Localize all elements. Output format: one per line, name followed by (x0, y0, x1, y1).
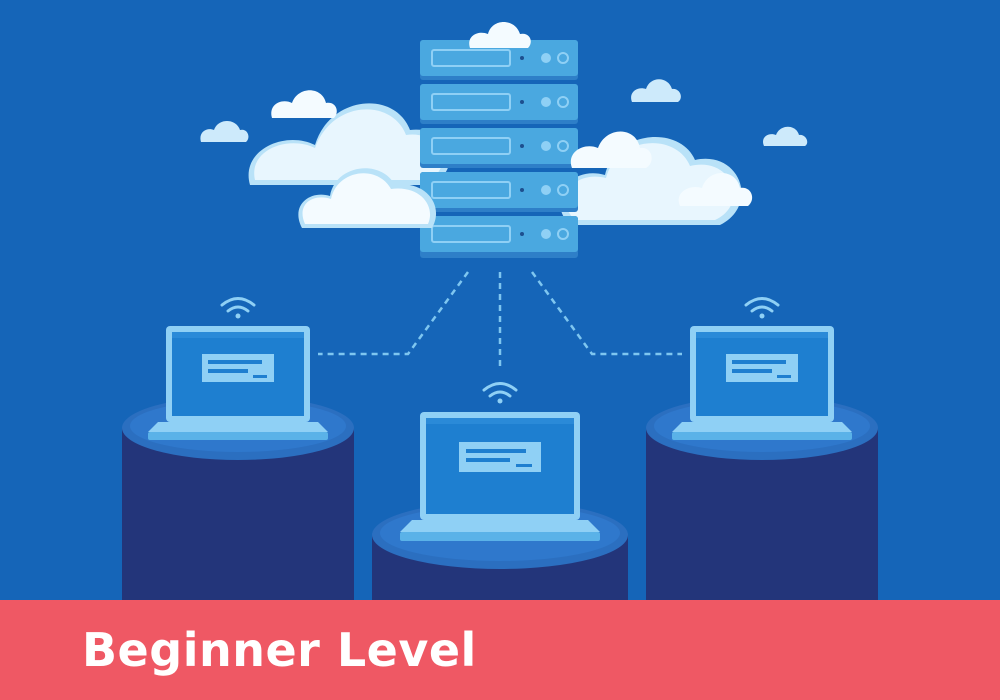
wifi-icon (744, 297, 780, 319)
wifi-icon (482, 382, 518, 404)
cloud-icon (570, 131, 652, 168)
banner-background (0, 600, 1000, 700)
cloud-icon (469, 22, 531, 48)
cloud-icon (200, 121, 249, 142)
cloud-icon (631, 79, 681, 102)
cloud-icon (271, 90, 337, 118)
laptop-icon (672, 326, 852, 440)
level-banner: Beginner Level (0, 600, 1000, 700)
connection-lines (318, 271, 682, 370)
banner-title: Beginner Level (82, 623, 477, 677)
laptop-icon (148, 326, 328, 440)
wifi-icon (220, 297, 256, 319)
cloud-icon (248, 103, 450, 185)
cloud-icon (763, 126, 808, 146)
server-rack-icon (420, 40, 578, 258)
cloud-icon (298, 168, 437, 228)
cloud-icon (678, 173, 753, 206)
laptop-icon (400, 412, 600, 541)
